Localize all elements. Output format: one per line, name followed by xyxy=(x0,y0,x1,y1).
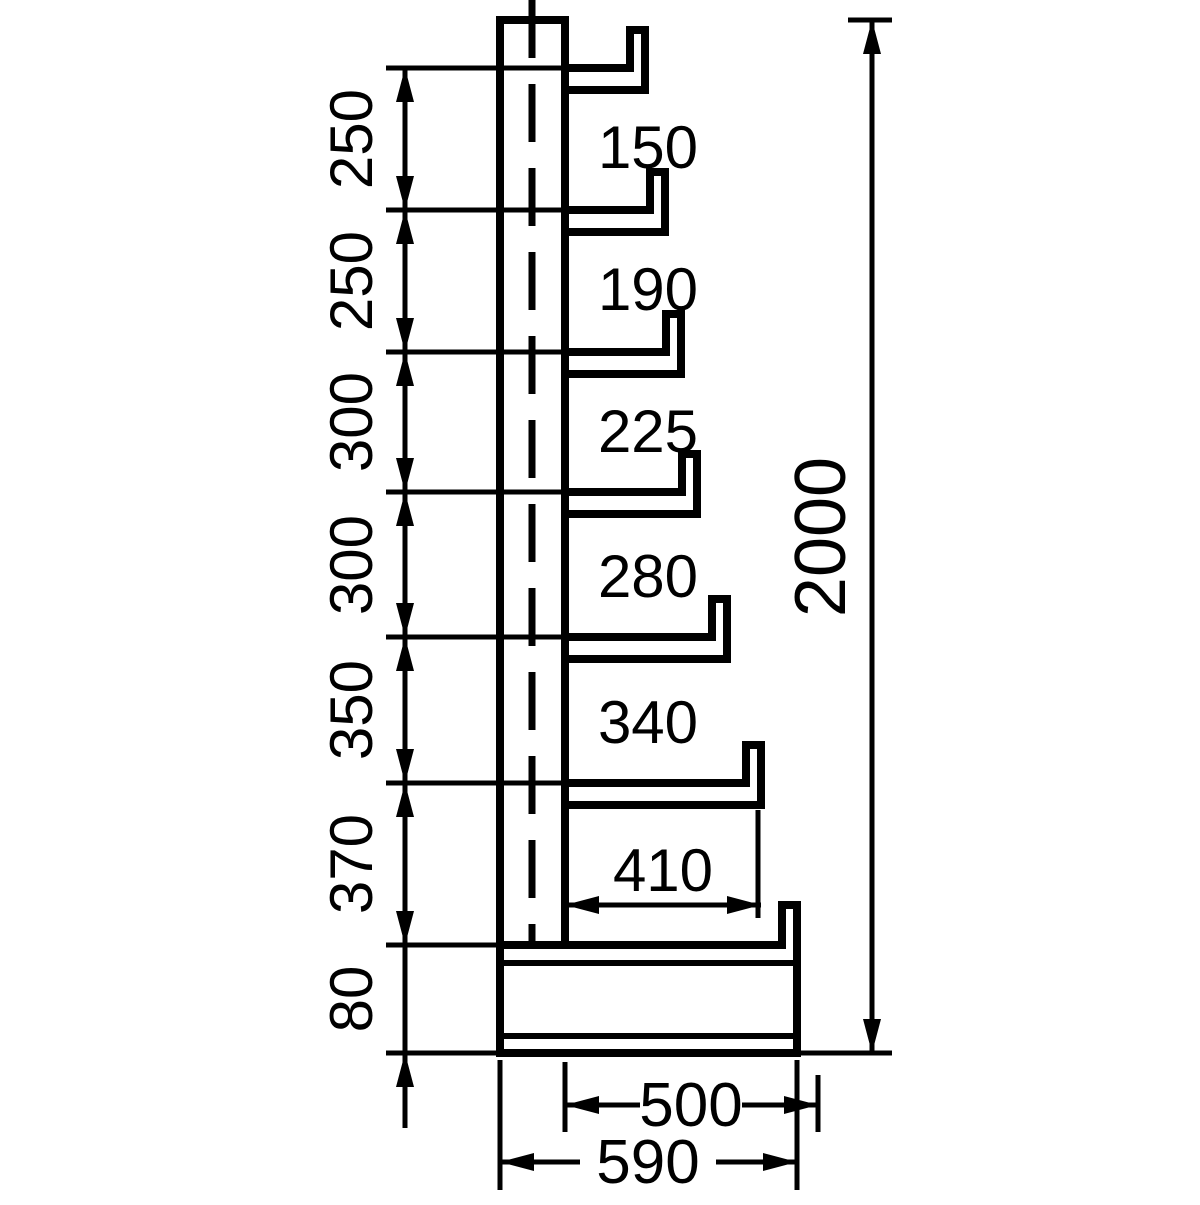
cantilever-arm-3 xyxy=(561,310,685,378)
arm-length-label: 225 xyxy=(598,398,698,465)
chain-extension-lines xyxy=(386,65,563,1056)
arm-length-label: 190 xyxy=(598,256,698,323)
arm-length-label: 340 xyxy=(598,689,698,756)
depth-dimensions: 500 590 xyxy=(497,1060,821,1197)
arm-410-dimension xyxy=(565,810,761,918)
spacing-labels: 250 250 300 300 350 370 80 xyxy=(318,89,385,1032)
chain-arrowheads xyxy=(396,68,414,1087)
arm-length-labels: 150 190 225 280 340 410 xyxy=(598,114,713,904)
arm-length-label: 150 xyxy=(598,114,698,181)
overall-height-dimension: 2000 xyxy=(781,17,892,1056)
arm-length-label: 280 xyxy=(598,543,698,610)
overall-height-label: 2000 xyxy=(781,457,861,617)
spacing-label: 350 xyxy=(318,660,385,760)
spacing-label: 300 xyxy=(318,372,385,472)
spacing-label: 250 xyxy=(318,231,385,331)
cantilever-arm-4 xyxy=(561,450,701,518)
spacing-label: 80 xyxy=(318,966,385,1033)
spacing-label: 300 xyxy=(318,515,385,615)
cantilever-arm-1 xyxy=(561,26,649,94)
cantilever-arm-6 xyxy=(561,741,765,809)
spacing-label: 370 xyxy=(318,814,385,914)
left-dimension-chain: 250 250 300 300 350 370 80 xyxy=(318,65,563,1128)
usable-depth-label: 500 xyxy=(639,1071,742,1140)
spacing-label: 250 xyxy=(318,89,385,189)
cantilever-arm-2 xyxy=(561,168,669,236)
cantilever-arms xyxy=(561,26,765,809)
upright-column xyxy=(496,0,569,950)
arm-length-label: 410 xyxy=(613,837,713,904)
overall-depth-label: 590 xyxy=(596,1128,699,1197)
cantilever-arm-5 xyxy=(561,595,731,663)
